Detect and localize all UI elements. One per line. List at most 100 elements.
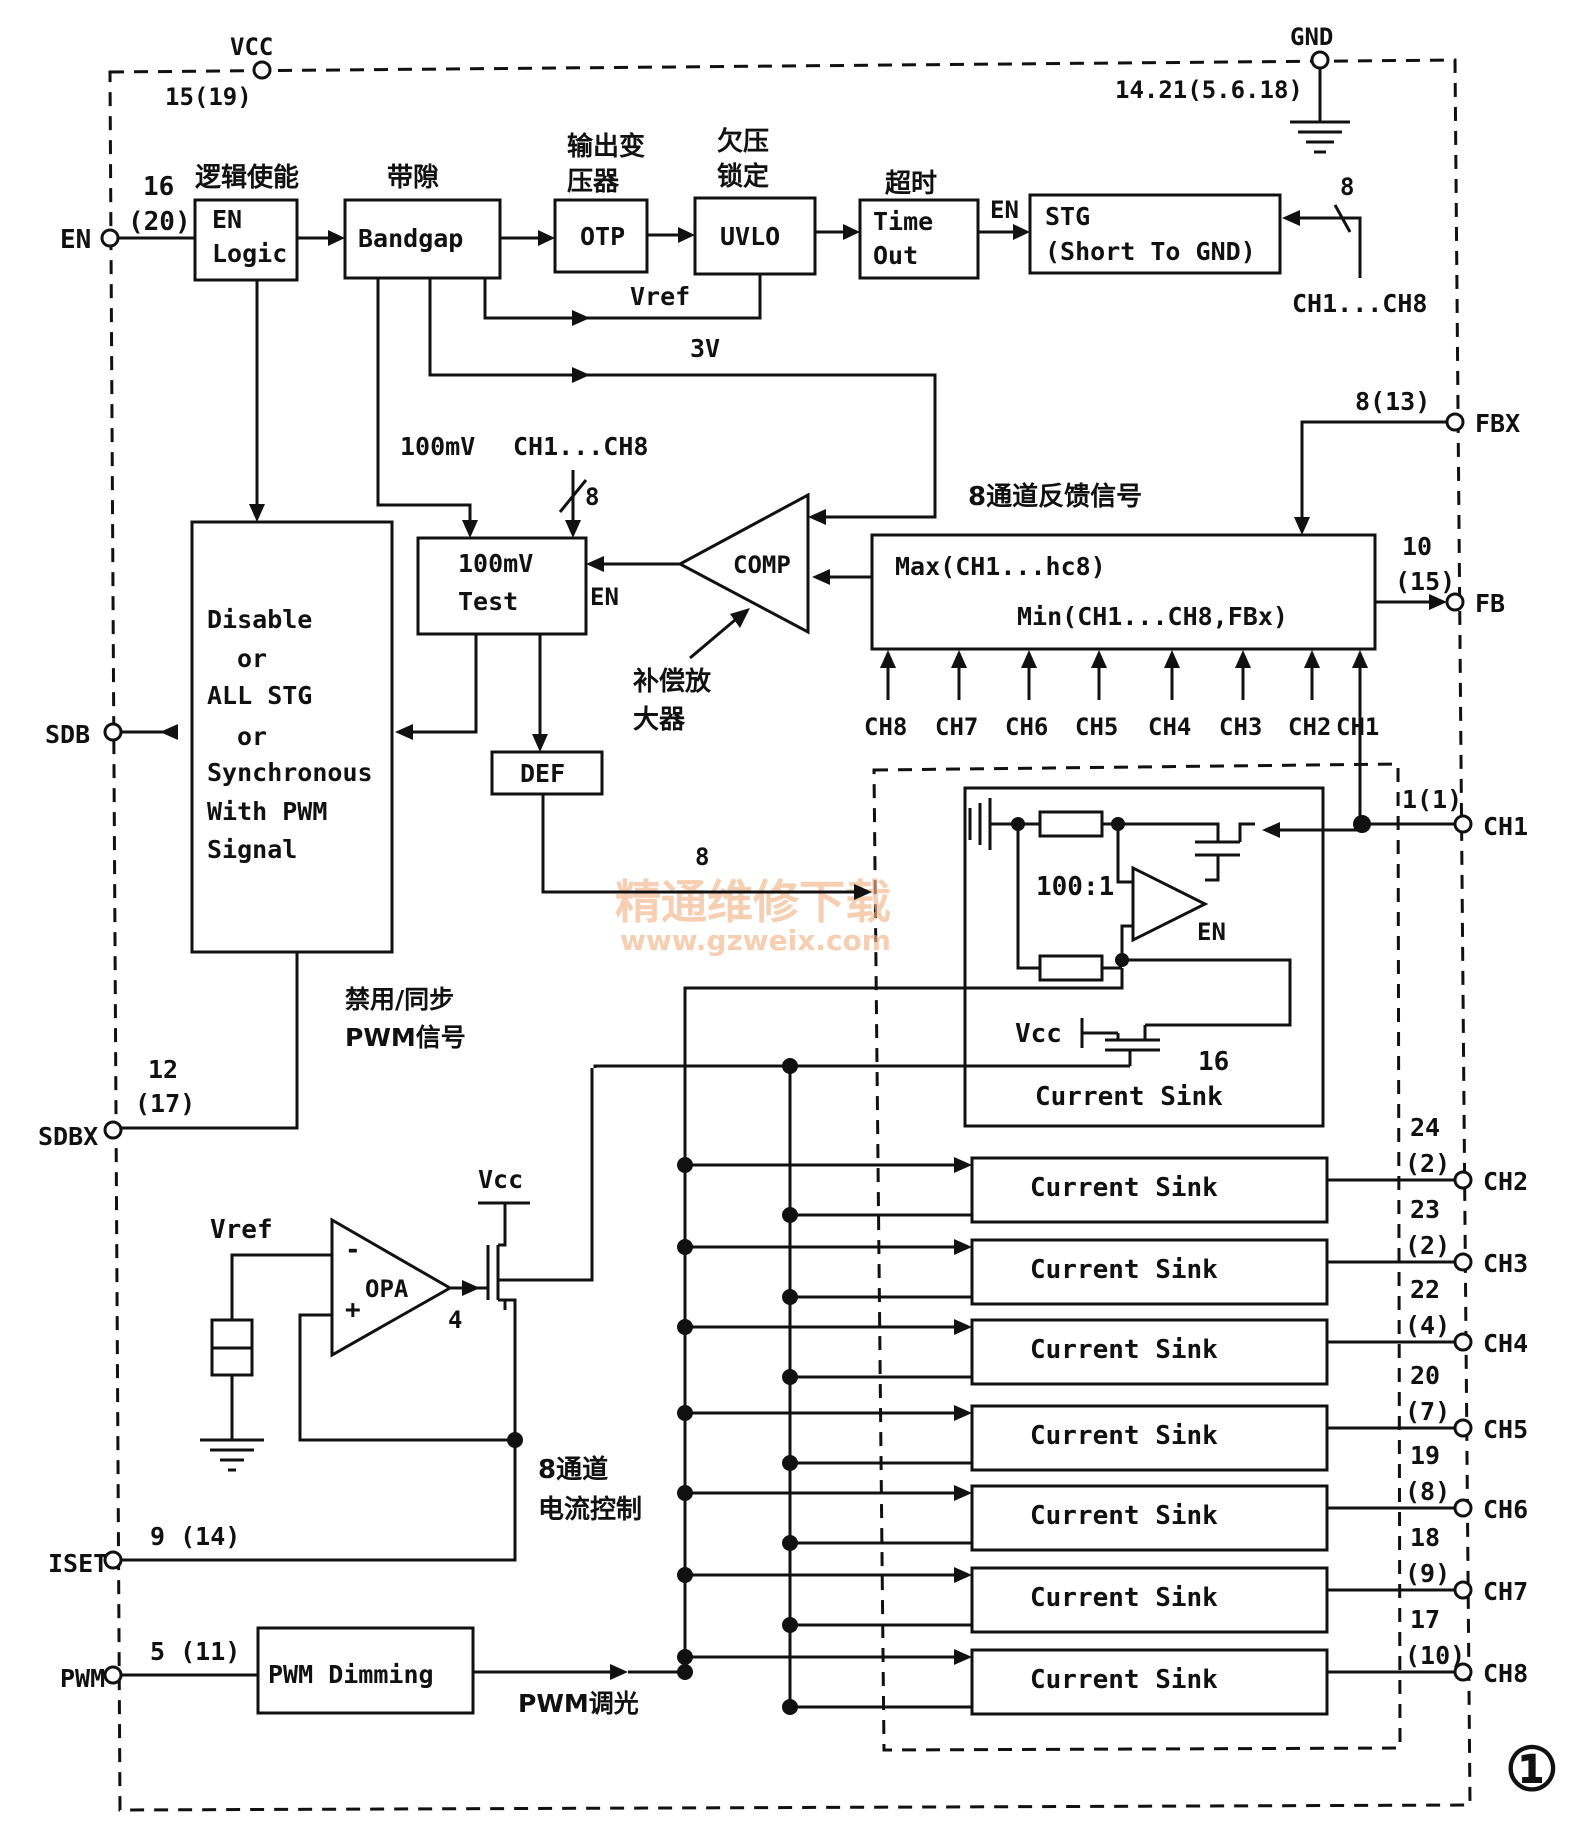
fb-pin: [1445, 592, 1465, 612]
tap-ch1: CH1: [1336, 650, 1379, 741]
iset-pin-label: ISET: [48, 1549, 108, 1578]
ch4-pin-number-top: 22: [1410, 1275, 1440, 1304]
ch8-pin-number-bot: (10): [1405, 1641, 1465, 1670]
vref-label-bottom: Vref: [210, 1215, 273, 1245]
test-block: [416, 536, 588, 636]
sdb-pin-label: SDB: [45, 720, 90, 749]
ch3-pin: [1453, 1252, 1473, 1272]
gnd-pin-number: 14.21(5.6.18): [1115, 76, 1303, 104]
ch5-pin-number-top: 20: [1410, 1361, 1440, 1390]
disable-l4: or: [237, 722, 267, 751]
en-pin-number-top: 16: [143, 172, 174, 202]
ch4-pin-number-bot: (4): [1405, 1311, 1450, 1340]
disable-l1: Disable: [207, 605, 312, 634]
maxmin-l2: Min(CH1...CH8,FBx): [1017, 602, 1288, 631]
iset-pin: [103, 1550, 123, 1570]
opa-amplifier: [330, 1217, 454, 1358]
ch1-pin-number: 1(1): [1402, 785, 1462, 814]
opa-plus: +: [345, 1295, 361, 1325]
ch6-current-sink-label: Current Sink: [1030, 1501, 1218, 1531]
ch8-pin-number-top: 17: [1410, 1605, 1440, 1634]
figure-number: ①: [1505, 1735, 1559, 1805]
ch4-current-sink: [970, 1318, 1329, 1386]
ch1-current-sink-block: [963, 786, 1325, 1128]
tap-label-ch6: CH6: [1005, 713, 1048, 741]
ch4-pin: [1453, 1332, 1473, 1352]
ch6-current-sink: [970, 1484, 1329, 1552]
pwm-dim-cn: PWM调光: [518, 1689, 639, 1718]
mv100-label: 100mV: [400, 432, 475, 461]
stg-l2: (Short To GND): [1045, 237, 1256, 266]
en-logic-cn-label: 逻辑使能: [195, 162, 299, 193]
ch7-current-sink: [970, 1566, 1329, 1634]
comp-label: COMP: [733, 551, 791, 579]
stg-en-label: EN: [990, 196, 1019, 224]
fbx-pin-label: FBX: [1475, 409, 1520, 438]
def-bus-width: 8: [695, 843, 709, 871]
ch7-pin-label: CH7: [1483, 1577, 1528, 1606]
maxmin-block: [870, 533, 1377, 651]
ch2-pin-number-bot: (2): [1405, 1149, 1450, 1178]
stg-ch-input-label: CH1...CH8: [1292, 289, 1427, 318]
comp-amp-cn-1: 补偿放: [633, 666, 712, 697]
fbx-pin-number: 8(13): [1355, 387, 1430, 416]
test-ch-input-label: CH1...CH8: [513, 432, 648, 461]
timeout-block: [858, 198, 980, 280]
vcc-label: VCC: [230, 33, 273, 61]
gnd-pin: [1310, 50, 1330, 70]
ch5-pin-number-bot: (7): [1405, 1397, 1450, 1426]
en-logic-block: [193, 198, 299, 282]
ch2-pin: [1453, 1170, 1473, 1190]
pwm-dimming-label: PWM Dimming: [268, 1660, 434, 1689]
ch7-pin: [1453, 1580, 1473, 1600]
maxmin-l1: Max(CH1...hc8): [895, 552, 1106, 581]
disable-l6: With PWM: [207, 797, 327, 826]
sync-cn-2: PWM信号: [345, 1023, 466, 1052]
ch7-pin-number-top: 18: [1410, 1523, 1440, 1552]
ch5-current-sink: [970, 1404, 1329, 1472]
disable-l2: or: [237, 644, 267, 673]
uvlo-cn-label-2: 锁定: [717, 161, 769, 192]
sync-cn-1: 禁用/同步: [345, 985, 454, 1014]
stg-l1: STG: [1045, 202, 1090, 231]
sdbx-pin: [103, 1120, 123, 1140]
tap-label-ch7: CH7: [935, 713, 978, 741]
bandgap-block: [343, 198, 502, 280]
ch2-current-sink-label: Current Sink: [1030, 1173, 1218, 1203]
test-bus-width: 8: [585, 483, 599, 511]
otp-block: [553, 198, 649, 274]
opa-num: 4: [448, 1306, 462, 1334]
ch7-pin-number-bot: (9): [1405, 1559, 1450, 1588]
timeout-l1: Time: [873, 207, 933, 236]
ch8-current-sink-label: Current Sink: [1030, 1665, 1218, 1695]
ch4-current-sink-label: Current Sink: [1030, 1335, 1218, 1365]
ch1-pin: [1453, 814, 1473, 834]
sdbx-pin-number-top: 12: [148, 1055, 178, 1084]
ch2-pin-number-top: 24: [1410, 1113, 1440, 1142]
disable-l5: Synchronous: [207, 758, 373, 787]
fb-8ch-cn-label: 8通道反馈信号: [968, 481, 1142, 512]
uvlo-cn-label-1: 欠压: [717, 126, 769, 157]
tap-ch4: CH4: [1148, 650, 1191, 741]
vref-label-top: Vref: [630, 282, 690, 311]
tap-ch8: CH8: [864, 650, 907, 741]
iset-pin-number: 9 (14): [150, 1522, 240, 1551]
tap-ch3: CH3: [1219, 650, 1262, 741]
ground-symbol-top: [1290, 68, 1350, 154]
v3-label: 3V: [690, 334, 720, 363]
ch3-pin-number-bot: (2): [1405, 1231, 1450, 1260]
sink-area-boundary: [872, 762, 1402, 1752]
en-logic-l1: EN: [212, 205, 242, 234]
chip-boundary: [108, 58, 1472, 1812]
sense-amplifier: [1131, 865, 1209, 943]
bandgap-label: Bandgap: [358, 224, 463, 253]
gnd-label: GND: [1290, 23, 1333, 51]
ch6-pin: [1453, 1498, 1473, 1518]
ch5-pin: [1453, 1418, 1473, 1438]
pwm-dimming-block: [256, 1626, 475, 1715]
ch3-pin-number-top: 23: [1410, 1195, 1440, 1224]
ctrl-cn-1: 8通道: [538, 1454, 608, 1485]
test-l2: Test: [458, 587, 518, 616]
